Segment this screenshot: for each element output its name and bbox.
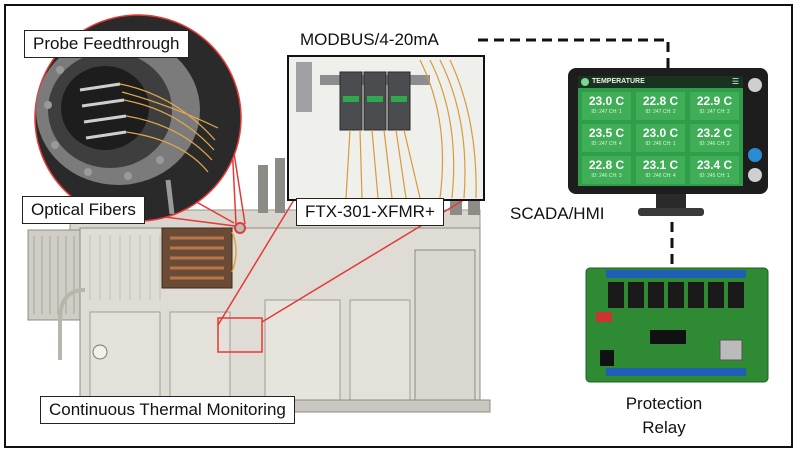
tile-id: ID: 246 CH: 1 bbox=[645, 141, 676, 147]
tile-id: ID: 245 CH: 1 bbox=[699, 173, 730, 179]
temperature-tile[interactable]: 23.4 C ID: 245 CH: 1 bbox=[690, 156, 739, 184]
modbus-label: MODBUS/4-20mA bbox=[300, 30, 439, 49]
grid-icon[interactable] bbox=[748, 148, 762, 162]
tile-id: ID: 246 CH: 3 bbox=[591, 173, 622, 179]
hmi-screen: TEMPERATURE ☰ 23.0 C ID: 247 CH: 1 22.8 … bbox=[578, 76, 743, 186]
tile-id: ID: 246 CH: 4 bbox=[645, 173, 676, 179]
temperature-tile[interactable]: 23.0 C ID: 246 CH: 1 bbox=[636, 124, 685, 152]
tile-id: ID: 247 CH: 1 bbox=[591, 109, 622, 115]
list-icon[interactable] bbox=[748, 168, 762, 182]
optical-fibers-label: Optical Fibers bbox=[22, 196, 145, 224]
probe-feedthrough-label: Probe Feedthrough bbox=[24, 30, 189, 58]
tile-id: ID: 246 CH: 2 bbox=[699, 141, 730, 147]
tile-value: 22.8 C bbox=[588, 158, 625, 172]
tile-value: 23.2 C bbox=[696, 126, 733, 140]
continuous-monitoring-label: Continuous Thermal Monitoring bbox=[40, 396, 295, 424]
temperature-tile[interactable]: 23.0 C ID: 247 CH: 1 bbox=[582, 92, 631, 120]
temperature-tile[interactable]: 22.9 C ID: 247 CH: 3 bbox=[690, 92, 739, 120]
protection-relay-board bbox=[585, 267, 769, 383]
temperature-tile[interactable]: 23.1 C ID: 246 CH: 4 bbox=[636, 156, 685, 184]
tile-value: 23.4 C bbox=[696, 158, 733, 172]
logo-icon bbox=[581, 78, 589, 86]
ftx-device-illustration bbox=[287, 55, 485, 201]
ftx-label: FTX-301-XFMR+ bbox=[296, 198, 444, 226]
relay-label: Relay bbox=[642, 418, 686, 437]
tile-value: 22.9 C bbox=[696, 94, 733, 108]
monitor-stand bbox=[638, 194, 704, 216]
wrench-icon[interactable] bbox=[748, 78, 762, 92]
tile-id: ID: 247 CH: 4 bbox=[591, 141, 622, 147]
tile-id: ID: 247 CH: 2 bbox=[645, 109, 676, 115]
tile-value: 23.0 C bbox=[642, 126, 679, 140]
temperature-tile[interactable]: 23.2 C ID: 246 CH: 2 bbox=[690, 124, 739, 152]
diagram-frame bbox=[4, 4, 793, 448]
protection-label: Protection bbox=[625, 394, 703, 413]
menu-icon[interactable]: ☰ bbox=[731, 77, 739, 86]
temperature-tile[interactable]: 22.8 C ID: 247 CH: 2 bbox=[636, 92, 685, 120]
transformer-illustration bbox=[27, 158, 491, 413]
temperature-tile[interactable]: 22.8 C ID: 246 CH: 3 bbox=[582, 156, 631, 184]
hmi-title-bar: TEMPERATURE ☰ bbox=[578, 76, 743, 88]
scada-label: SCADA/HMI bbox=[510, 204, 605, 223]
probe-feedthrough-illustration bbox=[34, 14, 242, 222]
hmi-title: TEMPERATURE bbox=[592, 78, 645, 85]
tile-value: 23.0 C bbox=[588, 94, 625, 108]
temperature-tile[interactable]: 23.5 C ID: 247 CH: 4 bbox=[582, 124, 631, 152]
tile-value: 23.5 C bbox=[588, 126, 625, 140]
communication-links bbox=[478, 38, 674, 268]
tile-id: ID: 247 CH: 3 bbox=[699, 109, 730, 115]
tile-value: 23.1 C bbox=[642, 158, 679, 172]
hmi-monitor: TEMPERATURE ☰ 23.0 C ID: 247 CH: 1 22.8 … bbox=[568, 68, 768, 194]
tile-value: 22.8 C bbox=[642, 94, 679, 108]
